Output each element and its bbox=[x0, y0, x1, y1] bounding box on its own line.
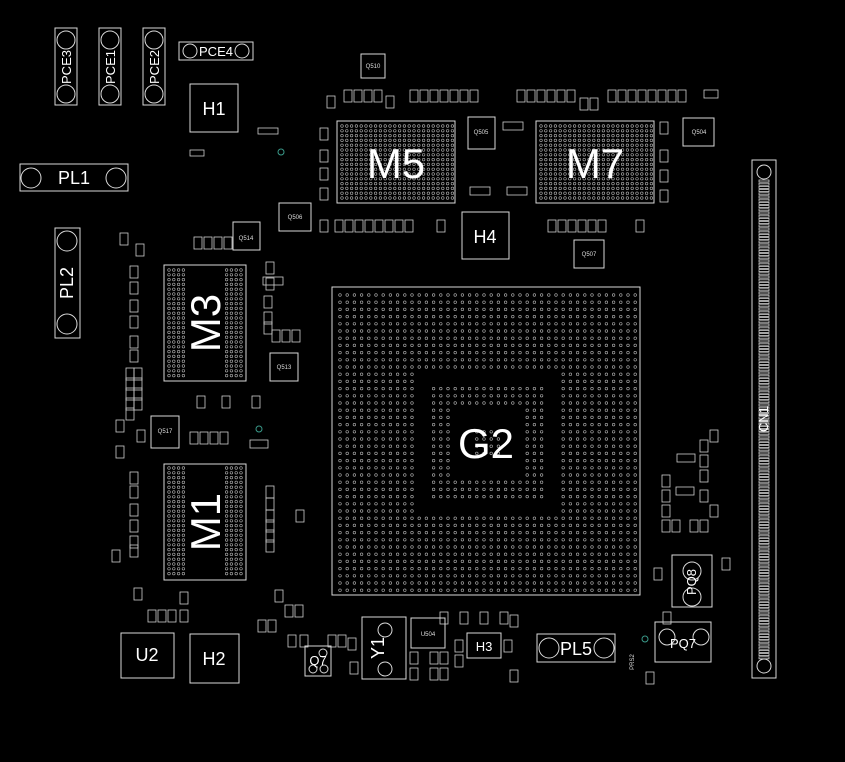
pl5-outline bbox=[536, 633, 616, 663]
u2-outline bbox=[120, 632, 175, 679]
h2-outline bbox=[189, 633, 240, 684]
q507-label: Q507 bbox=[582, 252, 597, 258]
prs2-label: PRS2 bbox=[630, 654, 636, 670]
pl1-outline bbox=[19, 163, 129, 192]
h1-outline bbox=[189, 83, 239, 133]
pce4-outline bbox=[178, 41, 254, 61]
q506-label: Q506 bbox=[288, 215, 303, 221]
cn1-label: CN1 bbox=[756, 406, 771, 432]
m1-label: M1 bbox=[182, 493, 229, 551]
q510-label: Q510 bbox=[366, 64, 381, 70]
h4-label: H4 bbox=[473, 227, 496, 247]
h4-outline bbox=[461, 211, 510, 260]
q506-outline bbox=[278, 202, 312, 232]
m7-outline bbox=[535, 120, 655, 204]
pce3-outline bbox=[54, 27, 78, 106]
pq7-outline bbox=[654, 621, 712, 663]
q514-outline bbox=[232, 221, 261, 251]
u504-outline bbox=[410, 617, 446, 649]
pq8-outline bbox=[671, 554, 713, 608]
pce4-label: PCE4 bbox=[199, 44, 233, 59]
pl2-label: PL2 bbox=[57, 267, 77, 299]
pq7-label: PQ7 bbox=[670, 636, 696, 651]
m3-label: M3 bbox=[182, 294, 229, 352]
m5-outline bbox=[336, 120, 456, 204]
pce2-outline bbox=[142, 27, 166, 106]
m3-outline bbox=[163, 264, 247, 382]
h3-label: H3 bbox=[476, 639, 493, 654]
q7-outline bbox=[304, 645, 332, 677]
m1-outline bbox=[163, 463, 247, 581]
pq8-label: PQ8 bbox=[684, 569, 699, 595]
q514-label: Q514 bbox=[239, 236, 254, 242]
pce1-label: PCE1 bbox=[103, 50, 118, 84]
y1-outline bbox=[361, 616, 407, 680]
q505-outline bbox=[467, 116, 496, 150]
q7-label: Q7 bbox=[309, 653, 326, 668]
pl1-label: PL1 bbox=[58, 168, 90, 188]
m7-label: M7 bbox=[566, 140, 624, 187]
h1-label: H1 bbox=[202, 99, 225, 119]
u2-label: U2 bbox=[135, 645, 158, 665]
q513-outline bbox=[269, 352, 299, 382]
y1-label: Y1 bbox=[368, 637, 388, 659]
pce2-label: PCE2 bbox=[147, 50, 162, 84]
u504-label: U504 bbox=[421, 632, 436, 638]
q510-outline bbox=[360, 53, 386, 79]
h3-outline bbox=[466, 632, 502, 659]
q517-label: Q517 bbox=[158, 429, 173, 435]
pce1-outline bbox=[98, 27, 122, 106]
cn1-outline bbox=[751, 159, 777, 679]
g2-outline bbox=[331, 286, 641, 596]
q507-outline bbox=[573, 239, 605, 269]
q505-label: Q505 bbox=[474, 130, 489, 136]
g2-label: G2 bbox=[458, 420, 514, 467]
pce3-label: PCE3 bbox=[59, 50, 74, 84]
q513-label: Q513 bbox=[277, 365, 292, 371]
h2-label: H2 bbox=[202, 649, 225, 669]
pl2-outline bbox=[54, 227, 81, 339]
q504-outline bbox=[682, 117, 715, 147]
q504-label: Q504 bbox=[692, 130, 707, 136]
m5-label: M5 bbox=[367, 140, 425, 187]
pl5-label: PL5 bbox=[560, 639, 592, 659]
q517-outline bbox=[150, 415, 180, 449]
